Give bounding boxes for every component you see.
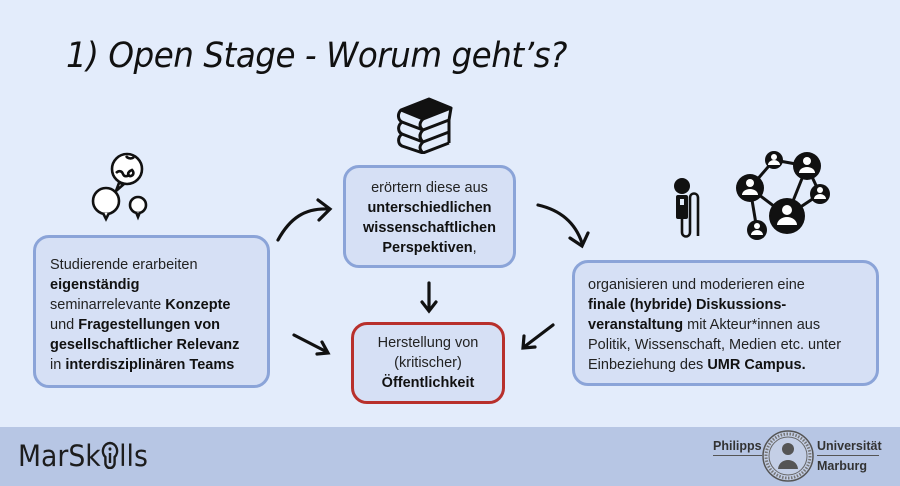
text: (kritischer): [394, 355, 462, 371]
text-line: erörtern diese aus: [350, 178, 509, 198]
box-students-develop: Studierende erarbeiten eigenständig semina…: [33, 235, 270, 388]
text-line: veranstaltung mit Akteur*innen aus: [588, 315, 868, 335]
text: Politik, Wissenschaft, Medien etc. unter: [588, 337, 842, 353]
bold-text: unterschiedlichen: [367, 200, 492, 216]
arrow-middle-to-right: [536, 203, 590, 249]
text-line: Einbeziehung des UMR Campus.: [588, 355, 868, 375]
bold-text: Perspektiven: [382, 240, 473, 256]
text: seminarrelevante: [50, 297, 166, 313]
text: erörtern diese aus: [371, 180, 488, 196]
text-line: Herstellung von: [358, 333, 498, 353]
text-line: Perspektiven,: [350, 238, 509, 258]
box-public-sphere-result: Herstellung von (kritischer) Öffentlichkei…: [351, 322, 505, 404]
text-line: Öffentlichkeit: [358, 373, 498, 393]
bold-text: Öffentlichkeit: [381, 375, 475, 391]
university-name-left: Philipps: [713, 439, 762, 456]
lightbulb-i-icon: [101, 441, 119, 470]
text-line: wissenschaftlichen: [350, 218, 509, 238]
text-line: (kritischer): [358, 353, 498, 373]
text-line: gesellschaftlicher Relevanz: [50, 335, 255, 355]
globe-speech-bubbles-icon: [91, 152, 148, 222]
text: organisieren und moderieren eine: [588, 277, 805, 293]
text-line: Politik, Wissenschaft, Medien etc. unter: [588, 335, 868, 355]
text-line: unterschiedlichen: [350, 198, 509, 218]
text: Einbeziehung des: [588, 357, 708, 373]
text: in: [50, 357, 66, 373]
text-line: organisieren und moderieren eine: [588, 275, 868, 295]
slide-title: 1) Open Stage - Worum geht’s?: [66, 36, 567, 76]
box-discuss-perspectives: erörtern diese aus unterschiedlichen wisse…: [343, 165, 516, 268]
arrow-middle-to-result: [420, 281, 438, 314]
text-line: Studierende erarbeiten: [50, 255, 255, 275]
people-network-icon: [736, 151, 830, 240]
marskills-logo: MarSk lls: [18, 439, 148, 473]
text: mit Akteur*innen aus: [683, 317, 821, 333]
arrow-left-to-middle: [276, 198, 333, 242]
bold-text: UMR Campus.: [707, 357, 806, 373]
bold-text: finale (hybride) Diskussions-: [588, 297, 787, 313]
bold-text: veranstaltung: [588, 317, 684, 333]
text: Herstellung von: [377, 335, 479, 351]
university-seal-icon: [762, 430, 814, 482]
bold-text: interdisziplinären Teams: [65, 357, 235, 373]
box-organize-event: organisieren und moderieren eine finale (…: [572, 260, 879, 386]
microphone-icon: [674, 178, 700, 238]
text-line: finale (hybride) Diskussions-: [588, 295, 868, 315]
book-stack-icon: [397, 97, 453, 154]
text: Studierende erarbeiten: [50, 257, 198, 273]
bold-text: wissenschaftlichen: [363, 220, 496, 236]
bold-text: gesellschaftlicher Relevanz: [50, 337, 240, 353]
arrow-right-to-result: [521, 323, 555, 350]
footer-bar: MarSk lls Philipps Universität Marburg: [0, 427, 900, 486]
brand-text-suffix: lls: [119, 439, 148, 473]
text-line: und Fragestellungen von: [50, 315, 255, 335]
bold-text: eigenständig: [50, 277, 140, 293]
university-name-right-top: Universität: [817, 439, 882, 456]
bold-text: Fragestellungen von: [78, 317, 221, 333]
bold-text: Konzepte: [165, 297, 231, 313]
brand-text-prefix: MarSk: [18, 439, 101, 473]
arrow-left-to-result: [292, 333, 331, 356]
text: und: [50, 317, 79, 333]
text-line: eigenständig: [50, 275, 255, 295]
text-line: seminarrelevante Konzepte: [50, 295, 255, 315]
text: ,: [472, 240, 477, 256]
university-name-right-bottom: Marburg: [817, 459, 867, 473]
text-line: in interdisziplinären Teams: [50, 355, 255, 375]
